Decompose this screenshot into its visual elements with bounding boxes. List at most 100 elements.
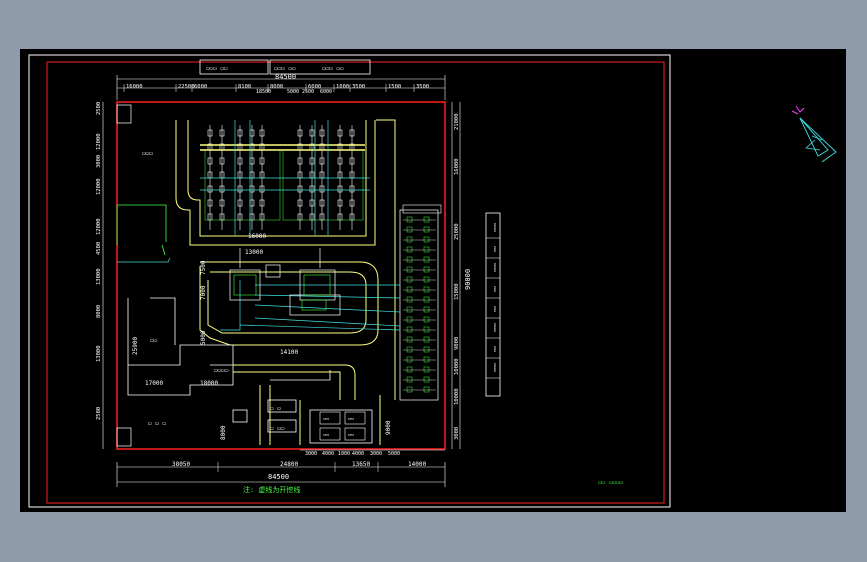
right-bay-device: [423, 236, 430, 243]
right-bay-device: [406, 346, 413, 353]
viewport[interactable]: [20, 49, 846, 512]
bay-device: [259, 129, 265, 137]
legend-item-text: ▭▭▭: [492, 363, 498, 372]
right-bay-device: [406, 356, 413, 363]
left-dimension-text: 12000: [96, 178, 102, 195]
north-arrow-icon: [791, 105, 837, 163]
right-bay-device: [406, 336, 413, 343]
right-dimension-text: 10000: [454, 388, 460, 405]
right-bay-header: [402, 204, 442, 214]
inner-dim-3: 17000: [145, 380, 163, 387]
bay-device: [309, 157, 315, 165]
legend-item-text: ▭▭: [492, 246, 498, 252]
bay-device: [297, 185, 303, 193]
left-dimension-texts: 2500120003000120001200045001300080001300…: [96, 102, 102, 420]
bay-device: [319, 185, 325, 193]
right-bay-device: [423, 326, 430, 333]
right-bay-device: [406, 306, 413, 313]
right-dimension-text: 10000: [454, 358, 460, 375]
bay-device: [297, 157, 303, 165]
right-dimension-text: 25000: [454, 223, 460, 240]
top-table-left: ▭▭▭ ▭▭: [206, 65, 228, 72]
bay-device: [207, 129, 213, 137]
left-cable: [117, 257, 171, 263]
legend-item-text: ▭▭▭: [492, 323, 498, 332]
legend-item-text: ▭▭: [492, 286, 498, 292]
bottom-row2-text: 1000: [338, 451, 350, 457]
bottom-row2-text: 4000: [352, 451, 364, 457]
bay-device: [237, 129, 243, 137]
bottom-total-dimension: 84500: [268, 473, 289, 481]
top-row2-text: 5000: [287, 89, 299, 95]
top-dimension-text: 1000: [336, 84, 349, 90]
bottom-dimension-text: 13650: [352, 461, 370, 468]
inner-dim-7: 5000: [200, 330, 207, 345]
bay-device: [219, 185, 225, 193]
top-dimension-text: 16000: [126, 84, 143, 90]
right-bay-device: [406, 266, 413, 273]
legend-bar: [485, 212, 501, 397]
right-dimension-text: 21000: [454, 113, 460, 130]
top-dimension-text: 3500: [352, 84, 365, 90]
left-dimension-text: 3000: [96, 155, 102, 168]
right-bay-device: [406, 216, 413, 223]
top-table-right: ▭▭▭ ▭▭: [322, 65, 344, 72]
bottom-row2-text: 3000: [370, 451, 382, 457]
room-label-f: ▭ ▭▭: [270, 425, 285, 432]
right-bay-device: [406, 376, 413, 383]
parking-cell: [344, 427, 366, 441]
right-bay-device: [423, 226, 430, 233]
inner-dim-6: 25900: [132, 337, 139, 355]
bay-device: [337, 199, 343, 207]
top-row2-text: 18500: [256, 89, 271, 95]
bay-device: [207, 199, 213, 207]
bottom-row2-text: 5000: [388, 451, 400, 457]
right-bay-device: [406, 366, 413, 373]
bay-device: [259, 199, 265, 207]
drawing-note: 注: 虚线为开挖线: [243, 485, 300, 494]
legend-item-text: ▭▭: [492, 306, 498, 312]
legend-item-text: ▭▭▭: [492, 263, 498, 272]
right-bay-device: [423, 366, 430, 373]
right-bay-device: [423, 216, 430, 223]
bay-device: [349, 199, 355, 207]
left-dimension-text: 8000: [96, 305, 102, 318]
bay-device: [319, 199, 325, 207]
parking-cell: [319, 427, 341, 441]
building-outlines: [127, 297, 373, 444]
top-dimension-text: 8100: [238, 84, 251, 90]
busbars: [200, 144, 365, 151]
right-total-dimension: 90000: [464, 269, 472, 290]
top-title-tables: [199, 59, 371, 75]
sheet-border: [28, 54, 671, 508]
title-frame: [46, 61, 665, 504]
top-dimension-text: 3500: [416, 84, 429, 90]
right-bay-device: [406, 316, 413, 323]
right-bay-device: [406, 386, 413, 393]
right-bay-device: [423, 356, 430, 363]
bay-device: [309, 199, 315, 207]
inner-dim-4: 18000: [200, 380, 218, 387]
right-bay-device: [406, 226, 413, 233]
bay-device: [237, 199, 243, 207]
legend-item-text: ▭▭▭: [492, 223, 498, 232]
bay-device: [259, 185, 265, 193]
left-fence: [116, 204, 167, 256]
left-dimension-text: 13000: [96, 345, 102, 362]
room-label-a: ▭▭▭: [142, 150, 153, 157]
bay-device: [297, 129, 303, 137]
left-dimension-text: 12000: [96, 133, 102, 150]
bay-device: [259, 157, 265, 165]
room-label-d: ▭▭▭▭: [214, 367, 229, 374]
room-label-e: ▭ ▭: [270, 405, 281, 412]
corner-note: ▭▭ ▭▭▭▭: [598, 479, 624, 486]
bay-device: [319, 157, 325, 165]
right-bay-device: [423, 306, 430, 313]
top-row2-text: 6000: [320, 89, 332, 95]
bay-device: [237, 157, 243, 165]
right-bay-device: [406, 326, 413, 333]
bay-device: [297, 199, 303, 207]
parking-label: ▭▭: [348, 416, 354, 422]
